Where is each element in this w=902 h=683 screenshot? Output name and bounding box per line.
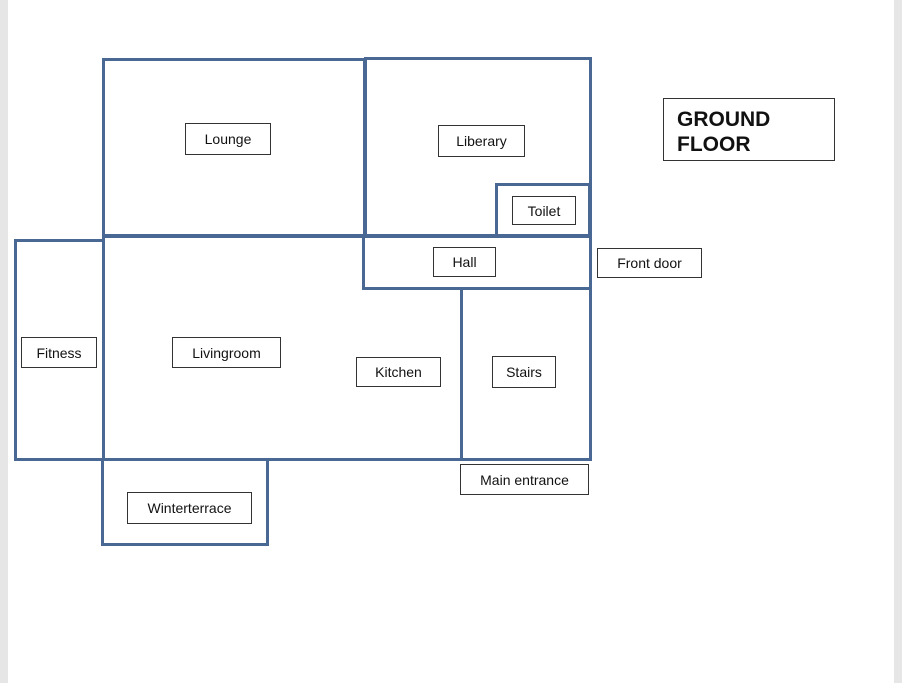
livingroom-label: Livingroom [172, 337, 281, 368]
winterterrace-label: Winterterrace [127, 492, 252, 524]
winterterrace-outline [101, 458, 269, 546]
toilet-label: Toilet [512, 196, 576, 225]
hall-label: Hall [433, 247, 496, 277]
floor-title-line-2: FLOOR [677, 133, 751, 156]
stairs-room-outline [460, 287, 592, 461]
main-entrance-label: Main entrance [460, 464, 589, 495]
front-door-label: Front door [597, 248, 702, 278]
fitness-label: Fitness [21, 337, 97, 368]
fitness-room-outline [14, 239, 105, 461]
lounge-label: Lounge [185, 123, 271, 155]
liberary-label: Liberary [438, 125, 525, 157]
kitchen-label: Kitchen [356, 357, 441, 387]
floor-title-line-1: GROUND [677, 108, 771, 131]
floor-title: GROUND FLOOR [663, 98, 835, 161]
stairs-label: Stairs [492, 356, 556, 388]
